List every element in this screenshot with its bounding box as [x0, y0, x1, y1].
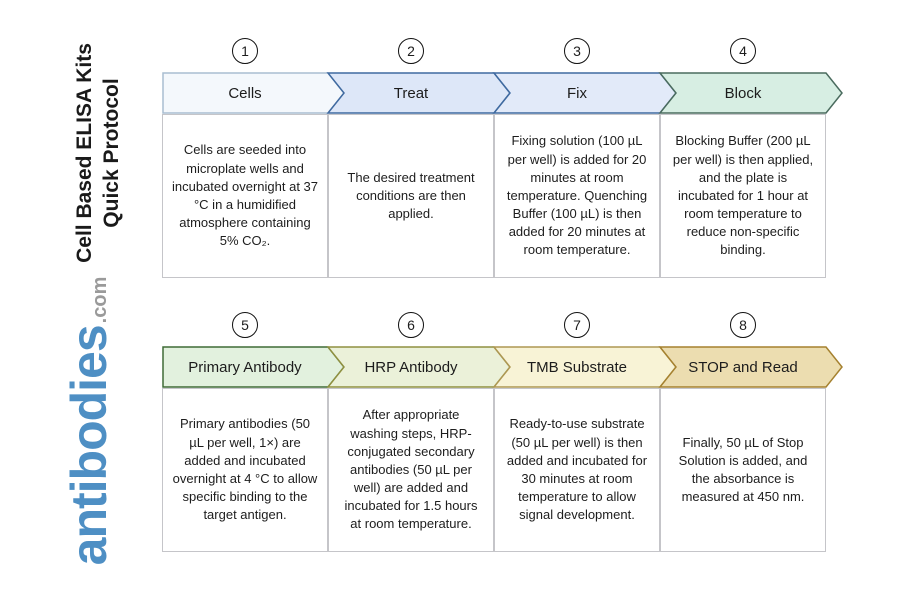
step-label-cells: Cells: [228, 84, 262, 102]
step-number-badge: 5: [232, 312, 258, 338]
step-label-fix: Fix: [567, 84, 587, 102]
step-label-primary-antibody: Primary Antibody: [188, 358, 302, 376]
step-description-box: After appropriate washing steps, HRP-con…: [328, 388, 494, 552]
chevron-arrows-graphic: [162, 346, 843, 388]
step-label-tmb-substrate: TMB Substrate: [526, 358, 628, 376]
chevron-shape-stop-and-read: [658, 346, 843, 388]
step-description-text: Cells are seeded into microplate wells a…: [172, 142, 318, 249]
chevron-arrows-graphic: [162, 72, 843, 114]
page-title-line1: Cell Based ELISA Kits: [73, 43, 96, 263]
step-description-box: Ready-to-use substrate (50 µL per well) …: [494, 388, 660, 552]
step-label-block: Block: [724, 84, 762, 102]
step-description-row: Primary antibodies (50 µL per well, 1×) …: [162, 388, 882, 552]
step-number-badge: 4: [730, 38, 756, 64]
protocol-row-1: 1 2 3 4 Cells Treat Fix Block: [162, 38, 882, 278]
step-description-box: Blocking Buffer (200 µL per well) is the…: [660, 114, 826, 278]
step-description-box: Cells are seeded into microplate wells a…: [162, 114, 328, 278]
chevron-arrow-band: Cells Treat Fix Block: [162, 72, 843, 114]
step-description-box: Primary antibodies (50 µL per well, 1×) …: [162, 388, 328, 552]
step-description-text: Primary antibodies (50 µL per well, 1×) …: [172, 416, 318, 523]
step-number-badge: 7: [564, 312, 590, 338]
step-description-row: Cells are seeded into microplate wells a…: [162, 114, 882, 278]
step-description-text: The desired treatment conditions are the…: [347, 169, 475, 222]
chevron-arrow-band: Primary Antibody HRP Antibody TMB Substr…: [162, 346, 843, 388]
logo-wordmark: antibodies: [61, 325, 117, 566]
logo-domain-suffix: .com: [89, 276, 111, 324]
chevron-label-row: Primary Antibody HRP Antibody TMB Substr…: [162, 346, 826, 388]
step-label-hrp-antibody: HRP Antibody: [364, 358, 458, 376]
chevron-shape-block: [658, 72, 843, 114]
step-label-stop-and-read: STOP and Read: [688, 358, 798, 376]
step-number-row: 1 2 3 4: [162, 38, 882, 65]
protocol-row-2: 5 6 7 8 Primary Antibody HRP Antibody TM…: [162, 312, 882, 552]
step-label-treat: Treat: [393, 84, 429, 102]
step-number-badge: 8: [730, 312, 756, 338]
step-number-row: 5 6 7 8: [162, 312, 882, 339]
step-description-box: Fixing solution (100 µL per well) is add…: [494, 114, 660, 278]
step-number-badge: 1: [232, 38, 258, 64]
step-number-badge: 2: [398, 38, 424, 64]
step-description-text: Finally, 50 µL of Stop Solution is added…: [678, 434, 808, 505]
protocol-steps-area: 1 2 3 4 Cells Treat Fix Block: [162, 0, 882, 552]
chevron-label-row: Cells Treat Fix Block: [162, 72, 826, 114]
page-title: Cell Based ELISA Kits Quick Protocol: [71, 37, 129, 269]
step-number-badge: 6: [398, 312, 424, 338]
page-title-line2: Quick Protocol: [100, 78, 123, 228]
step-number-badge: 3: [564, 38, 590, 64]
antibodies-logo: antibodies .com: [60, 263, 132, 579]
step-description-text: After appropriate washing steps, HRP-con…: [344, 407, 478, 532]
step-description-box: The desired treatment conditions are the…: [328, 114, 494, 278]
step-description-text: Ready-to-use substrate (50 µL per well) …: [506, 416, 648, 523]
step-description-text: Fixing solution (100 µL per well) is add…: [506, 133, 648, 258]
step-description-box: Finally, 50 µL of Stop Solution is added…: [660, 388, 826, 552]
step-description-text: Blocking Buffer (200 µL per well) is the…: [672, 133, 814, 258]
